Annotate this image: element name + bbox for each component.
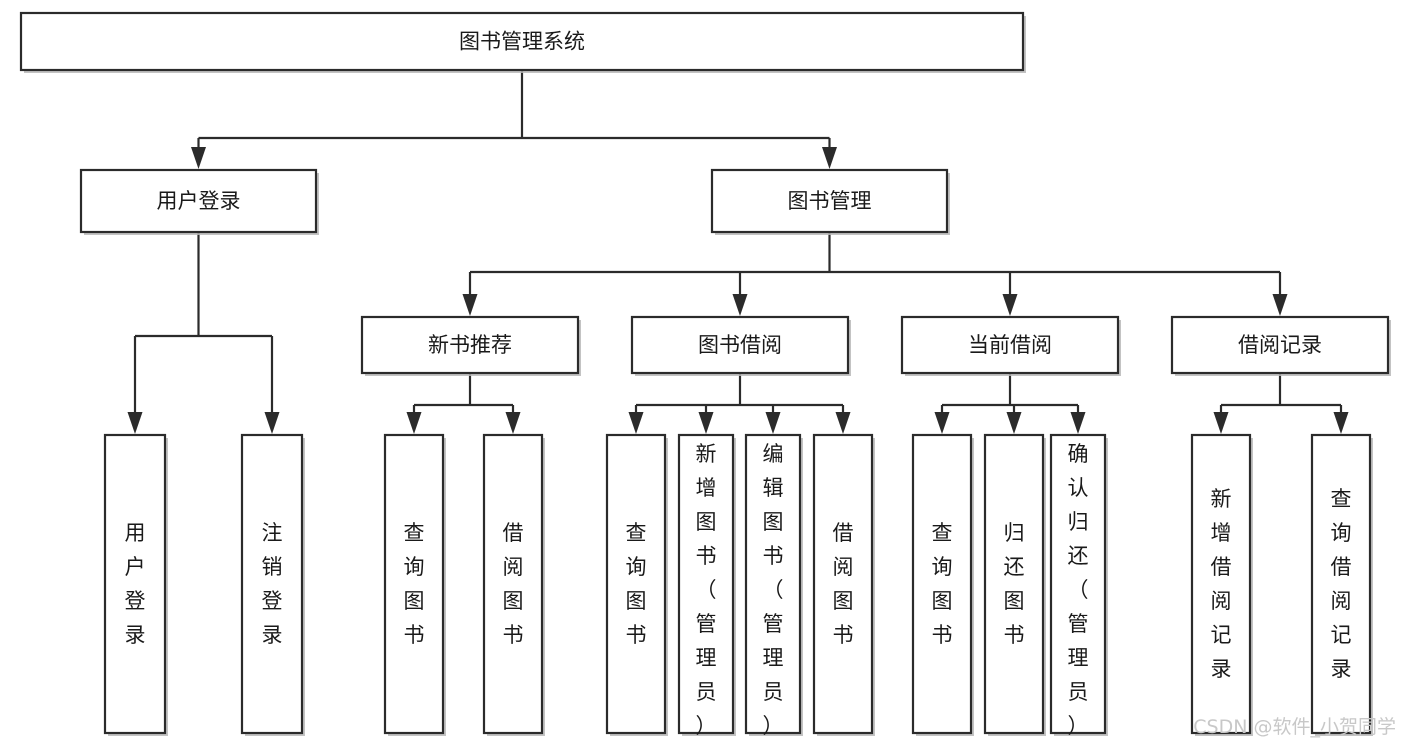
watermark-label: CSDN @软件_小贺同学	[1193, 716, 1396, 738]
node-label: 编辑图书（管理员）	[763, 442, 784, 738]
node-label: 确认归还（管理员）	[1068, 442, 1089, 738]
node-box[interactable]	[911, 433, 973, 735]
arrow-head-icon	[505, 412, 521, 434]
node-box[interactable]	[1190, 433, 1252, 735]
node-label: 新书推荐	[428, 333, 512, 357]
arrow-head-icon	[127, 412, 143, 434]
arrow-head-icon	[264, 412, 280, 434]
node-box[interactable]	[482, 433, 544, 735]
node-layer: 图书管理系统用户登录图书管理新书推荐图书借阅当前借阅借阅记录用户登录注销登录查询…	[19, 11, 1391, 738]
node-label: 查询图书	[932, 521, 953, 647]
node-label: 图书管理	[788, 189, 872, 213]
node-box[interactable]	[1170, 315, 1390, 375]
node-leaf-add-book[interactable]: 新增图书（管理员）	[677, 433, 736, 738]
node-label: 借阅图书	[503, 521, 524, 647]
node-leaf-borrow-book-1[interactable]: 借阅图书	[482, 433, 545, 736]
arrow-head-icon	[1002, 294, 1018, 316]
node-box[interactable]	[240, 433, 304, 735]
node-label: 查询图书	[626, 521, 647, 647]
connector-layer	[127, 70, 1349, 434]
node-box[interactable]	[1049, 433, 1107, 735]
node-box[interactable]	[383, 433, 445, 735]
node-leaf-add-record[interactable]: 新增借阅记录	[1190, 433, 1253, 736]
arrow-head-icon	[1213, 412, 1229, 434]
connector-group	[406, 373, 521, 434]
node-label: 图书管理系统	[459, 30, 585, 54]
node-label: 当前借阅	[968, 333, 1052, 357]
arrow-head-icon	[191, 147, 206, 169]
node-box[interactable]	[19, 11, 1025, 72]
arrow-head-icon	[835, 412, 851, 434]
arrow-head-icon	[1272, 294, 1288, 316]
node-leaf-query-book-1[interactable]: 查询图书	[383, 433, 446, 736]
arrow-head-icon	[822, 147, 837, 169]
connector-group	[934, 373, 1086, 434]
node-label: 借阅记录	[1238, 333, 1322, 357]
node-root[interactable]: 图书管理系统	[19, 11, 1026, 73]
node-leaf-query-record[interactable]: 查询借阅记录	[1310, 433, 1373, 736]
node-leaf-return-book[interactable]: 归还图书	[983, 433, 1046, 736]
node-box[interactable]	[983, 433, 1045, 735]
node-label: 注销登录	[262, 521, 283, 647]
node-box[interactable]	[900, 315, 1120, 375]
arrow-head-icon	[732, 294, 748, 316]
arrow-head-icon	[698, 412, 714, 434]
node-box[interactable]	[360, 315, 580, 375]
node-leaf-edit-book[interactable]: 编辑图书（管理员）	[744, 433, 803, 738]
connector-group	[628, 373, 851, 434]
arrow-head-icon	[1333, 412, 1349, 434]
arrow-head-icon	[462, 294, 478, 316]
node-label: 新增借阅记录	[1211, 487, 1232, 681]
node-book-borrow[interactable]: 图书借阅	[630, 315, 851, 376]
node-box[interactable]	[744, 433, 802, 735]
node-box[interactable]	[812, 433, 874, 735]
node-label: 查询借阅记录	[1331, 487, 1352, 681]
node-label: 归还图书	[1004, 521, 1025, 647]
arrow-head-icon	[1006, 412, 1022, 434]
node-borrow-record[interactable]: 借阅记录	[1170, 315, 1391, 376]
node-leaf-confirm-return[interactable]: 确认归还（管理员）	[1049, 433, 1108, 738]
connector-group	[1213, 373, 1349, 434]
node-label: 借阅图书	[833, 521, 854, 647]
node-label: 图书借阅	[698, 333, 782, 357]
connector-group	[127, 232, 280, 434]
node-leaf-query-book-2[interactable]: 查询图书	[605, 433, 668, 736]
arrow-head-icon	[934, 412, 950, 434]
node-leaf-user-login[interactable]: 用户登录	[103, 433, 168, 736]
node-leaf-borrow-book-2[interactable]: 借阅图书	[812, 433, 875, 736]
node-book-manage[interactable]: 图书管理	[710, 168, 950, 235]
node-user-login[interactable]: 用户登录	[79, 168, 319, 235]
arrow-head-icon	[1070, 412, 1086, 434]
connector-group	[191, 70, 837, 169]
node-box[interactable]	[605, 433, 667, 735]
arrow-head-icon	[628, 412, 644, 434]
node-box[interactable]	[79, 168, 318, 234]
node-box[interactable]	[677, 433, 735, 735]
node-box[interactable]	[710, 168, 949, 234]
node-box[interactable]	[103, 433, 167, 735]
node-label: 用户登录	[157, 189, 241, 213]
arrow-head-icon	[765, 412, 781, 434]
arrow-head-icon	[406, 412, 422, 434]
node-leaf-logout[interactable]: 注销登录	[240, 433, 305, 736]
node-box[interactable]	[630, 315, 850, 375]
node-label: 用户登录	[125, 521, 146, 647]
node-label: 查询图书	[404, 521, 425, 647]
node-new-book-rec[interactable]: 新书推荐	[360, 315, 581, 376]
connector-group	[462, 232, 1288, 316]
node-current-borrow[interactable]: 当前借阅	[900, 315, 1121, 376]
node-box[interactable]	[1310, 433, 1372, 735]
node-label: 新增图书（管理员）	[696, 442, 717, 738]
node-leaf-query-book-3[interactable]: 查询图书	[911, 433, 974, 736]
